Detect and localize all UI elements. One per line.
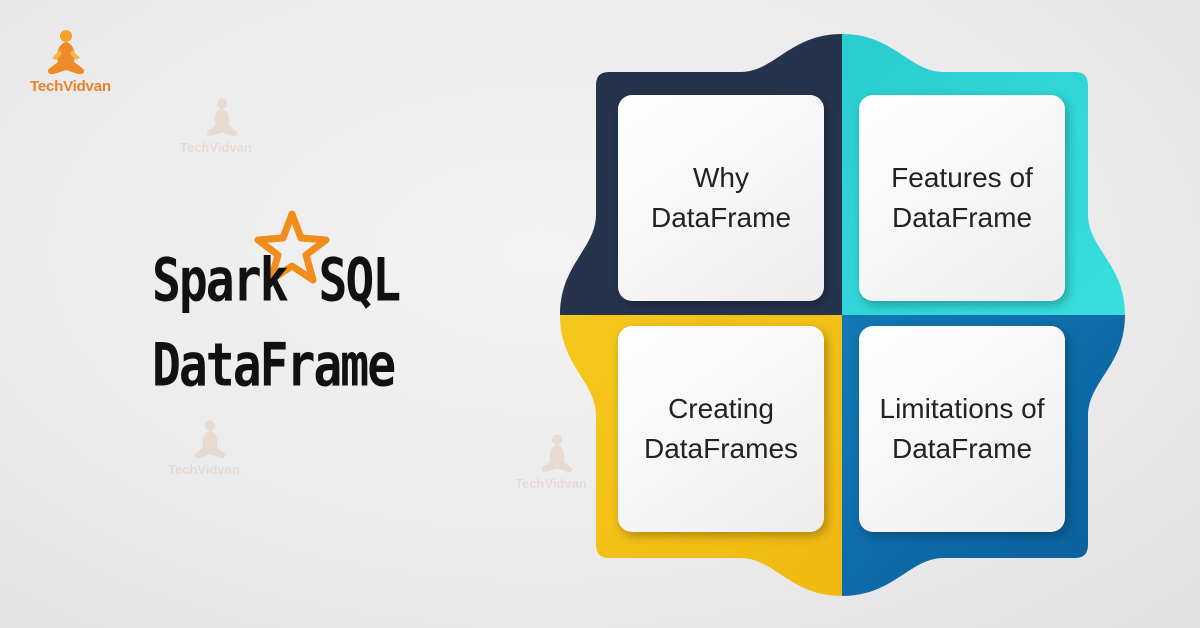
- page-title: Spark SQL DataFrame: [152, 238, 452, 408]
- quadrant-diagram: Why DataFrame Features of DataFrame Crea…: [560, 34, 1125, 596]
- card-features-of-dataframe[interactable]: Features of DataFrame: [859, 95, 1065, 301]
- title-dataframe: DataFrame: [152, 330, 396, 401]
- card-label: Features of DataFrame: [891, 162, 1033, 233]
- meditating-figure-icon: [541, 434, 573, 472]
- meditating-figure-icon: [47, 30, 85, 75]
- card-creating-dataframes[interactable]: Creating DataFrames: [618, 326, 824, 532]
- meditating-figure-icon: [194, 420, 226, 458]
- card-label: Creating DataFrames: [643, 393, 799, 464]
- title-spark: Spark: [152, 245, 288, 316]
- spark-star-icon: [254, 210, 330, 284]
- card-label: Limitations of DataFrame: [879, 393, 1045, 464]
- card-why-dataframe[interactable]: Why DataFrame: [618, 95, 824, 301]
- watermark-text: TechVidvan: [515, 476, 587, 491]
- watermark-logo: TechVidvan: [515, 432, 605, 502]
- watermark-text: TechVidvan: [168, 462, 240, 477]
- card-limitations-of-dataframe[interactable]: Limitations of DataFrame: [859, 326, 1065, 532]
- card-label: Why DataFrame: [650, 162, 792, 233]
- meditating-figure-icon: [206, 98, 238, 136]
- watermark-text: TechVidvan: [180, 140, 252, 155]
- title-sql: SQL: [318, 245, 402, 316]
- brand-logo: TechVidvan: [26, 28, 111, 98]
- watermark-logo: TechVidvan: [180, 96, 270, 166]
- watermark-logo: TechVidvan: [168, 418, 258, 488]
- brand-name: TechVidvan: [30, 78, 111, 95]
